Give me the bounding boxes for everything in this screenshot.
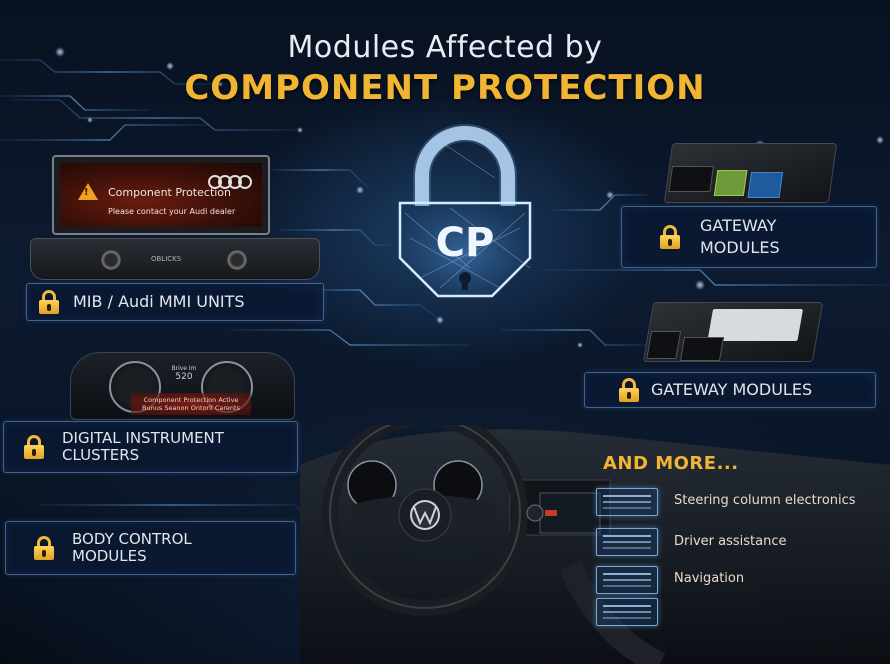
navigation-module-icon xyxy=(596,566,658,594)
instrument-cluster-display: Brive Im 520 Component Protection Active… xyxy=(70,352,295,420)
mmi-warning-subtitle: Please contact your Audi dealer xyxy=(108,207,236,216)
mmi-warning-title: Component Protection xyxy=(108,186,232,199)
more-item-navigation: Navigation xyxy=(674,571,745,586)
lock-icon xyxy=(619,378,639,402)
gateway-module-image-2 xyxy=(642,302,824,362)
more-item-driver-assistance: Driver assistance xyxy=(674,534,787,549)
label-gateway-modules-2: GATEWAY MODULES xyxy=(584,372,876,408)
vw-logo-icon xyxy=(410,500,440,530)
title-line-2: COMPONENT PROTECTION xyxy=(184,68,706,108)
label-body-control-modules: BODY CONTROL MODULES xyxy=(5,521,296,575)
black-connector xyxy=(668,166,714,192)
lock-icon xyxy=(39,290,59,314)
cluster-display-value: 520 xyxy=(175,372,193,382)
warning-triangle-icon xyxy=(78,183,98,200)
and-more-heading: AND MORE... xyxy=(603,453,739,474)
title-line-1: Modules Affected by xyxy=(287,30,603,65)
mmi-display: ! Component Protection Please contact yo… xyxy=(52,155,270,235)
control-unit-icon xyxy=(596,598,658,626)
more-item-steering-column: Steering column electronics xyxy=(674,493,856,508)
console-display-text: OBLICKS xyxy=(151,255,182,263)
cluster-display-top: Brive Im xyxy=(171,365,197,372)
svg-text:CP: CP xyxy=(436,220,495,266)
lock-icon xyxy=(24,435,44,459)
vw-dashboard-illustration xyxy=(300,425,890,664)
mmi-console-controls: OBLICKS xyxy=(30,238,320,280)
electronics-module-icon xyxy=(596,488,658,516)
gateway-module-image-1 xyxy=(663,143,838,203)
driver-assist-module-icon xyxy=(596,528,658,556)
climate-knob-icon xyxy=(227,250,247,270)
blue-connector xyxy=(747,172,784,198)
label-text-line-2: CLUSTERS xyxy=(62,446,140,464)
connector-port xyxy=(679,337,725,361)
label-text-line-1: GATEWAY xyxy=(700,215,777,235)
label-digital-instrument-clusters: DIGITAL INSTRUMENT CLUSTERS xyxy=(3,421,298,473)
audi-logo-icon xyxy=(208,175,252,189)
lock-icon xyxy=(34,536,54,560)
lock-icon xyxy=(660,225,680,249)
cluster-warning-banner: Component Protection Active Bunus Seanon… xyxy=(131,393,251,415)
label-mib-mmi-units: MIB / Audi MMI UNITS xyxy=(26,283,324,321)
label-text-line-1: DIGITAL INSTRUMENT xyxy=(62,428,224,447)
green-connector xyxy=(713,170,748,196)
label-text-line-2: MODULES xyxy=(700,238,780,257)
cluster-warning-subtitle: Bunus Seanon Ontorll Carents xyxy=(142,404,240,413)
cp-padlock-icon: CP xyxy=(398,124,532,298)
volume-knob-icon xyxy=(101,250,121,270)
label-text-line-1: BODY CONTROL xyxy=(72,529,192,548)
connector-port xyxy=(646,331,682,359)
label-gateway-modules-1: GATEWAY MODULES xyxy=(621,206,877,268)
cluster-warning-title: Component Protection Active xyxy=(143,396,239,404)
label-text: GATEWAY MODULES xyxy=(651,379,813,399)
label-text: MIB / Audi MMI UNITS xyxy=(73,291,245,311)
label-text-line-2: MODULES xyxy=(72,547,147,565)
